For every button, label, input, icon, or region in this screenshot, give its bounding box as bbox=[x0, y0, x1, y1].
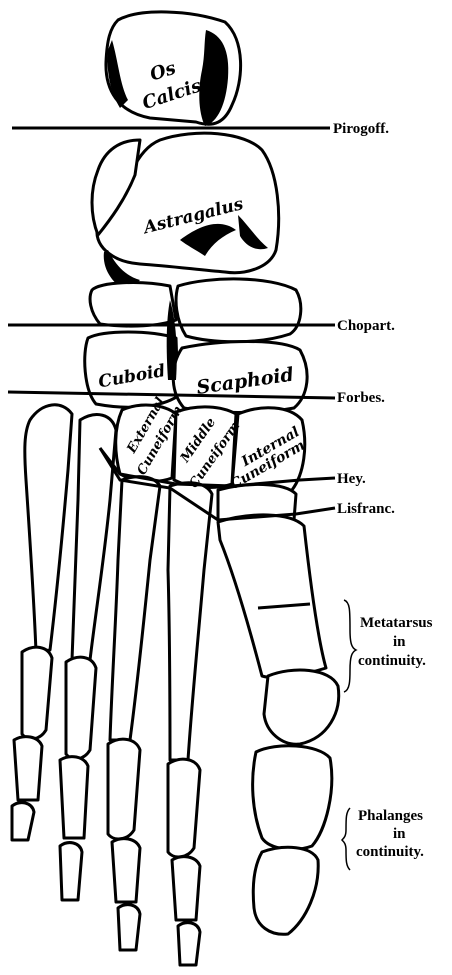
phalanges-toe-4 bbox=[60, 657, 96, 900]
lisfranc-label: Lisfranc. bbox=[337, 501, 395, 517]
metatarsal-2 bbox=[168, 483, 212, 760]
metatarsus-label-line1: Metatarsus bbox=[360, 615, 433, 631]
phalanges-label-line3: continuity. bbox=[356, 844, 424, 860]
metatarsal-1 bbox=[218, 515, 339, 744]
hey-label: Hey. bbox=[337, 471, 366, 487]
phalanges-label-line2: in bbox=[393, 826, 406, 842]
chopart-label: Chopart. bbox=[337, 318, 395, 334]
metatarsal-4 bbox=[72, 415, 116, 660]
metatarsal-5 bbox=[25, 405, 72, 652]
cuboid-bone bbox=[85, 283, 178, 408]
metatarsus-brace bbox=[344, 600, 356, 692]
phalanges-toe-1 bbox=[253, 746, 332, 935]
metatarsus-label-line3: continuity. bbox=[358, 653, 426, 669]
metatarsus-label-line2: in bbox=[393, 634, 406, 650]
metatarsal-3 bbox=[110, 477, 160, 740]
phalanges-brace bbox=[342, 808, 350, 870]
forbes-label: Forbes. bbox=[337, 390, 385, 406]
pirogoff-label: Pirogoff. bbox=[333, 121, 389, 137]
phalanges-toe-2 bbox=[168, 759, 200, 965]
phalanges-toe-3 bbox=[108, 739, 140, 950]
phalanges-label-line1: Phalanges bbox=[358, 808, 423, 824]
phalanges-toe-5 bbox=[12, 647, 52, 840]
